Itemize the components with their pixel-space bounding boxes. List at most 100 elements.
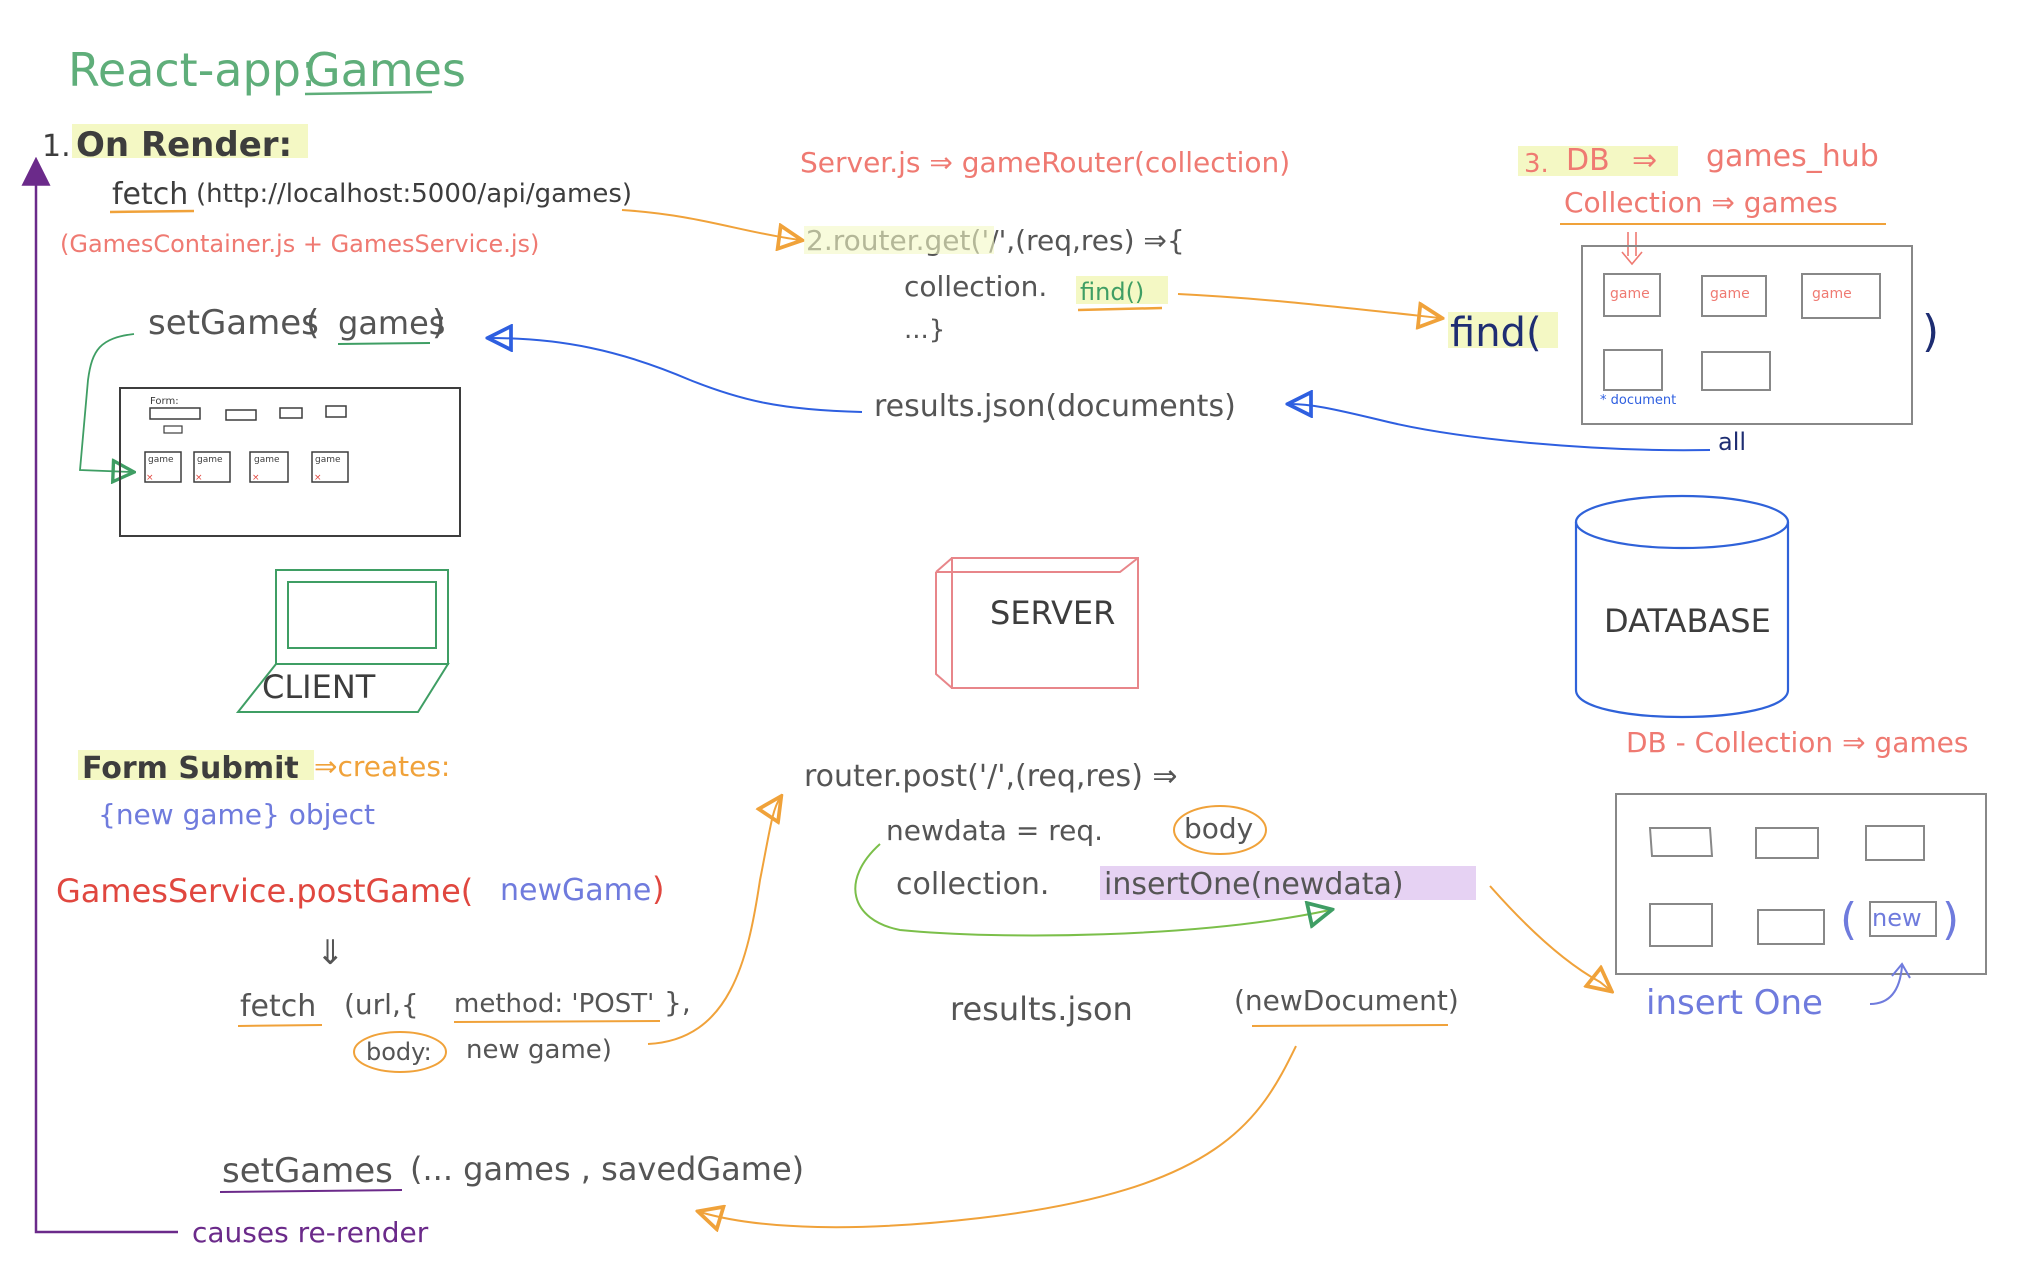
database-label: DATABASE — [1604, 602, 1771, 640]
mockup-game-card-4: game × — [311, 451, 349, 483]
form-submit-highlight — [78, 750, 314, 780]
fetch-url: (http://localhost:5000/api/games) — [196, 179, 632, 209]
client-ui-mockup — [119, 387, 461, 537]
set-games-arg: games — [338, 304, 445, 342]
insert-call-highlight — [1100, 866, 1476, 900]
svg-text:game: game — [197, 455, 223, 465]
post-game-call: GamesService.postGame( — [56, 872, 473, 910]
set-games-close-paren: ) — [432, 303, 445, 343]
fetch-word: fetch — [112, 177, 188, 212]
database-cylinder-icon — [1574, 494, 1790, 719]
server-box-icon — [935, 557, 1139, 689]
db-doc2-1 — [1648, 827, 1714, 857]
results-json-new-arg: (newDocument) — [1234, 984, 1459, 1017]
collection-prefix: collection. — [896, 867, 1049, 902]
results-json-new-prefix: results.json — [950, 990, 1133, 1028]
svg-text:game: game — [254, 455, 280, 465]
db-doc2-4 — [1649, 903, 1713, 947]
mockup-form-input-2 — [225, 409, 257, 421]
down-arrow-glyph: ⇓ — [316, 933, 345, 973]
db-doc2-3 — [1865, 825, 1925, 861]
body-key: body: — [366, 1038, 432, 1066]
set-games-to-ui-arrow — [79, 333, 134, 472]
step1-number: 1. — [42, 129, 71, 164]
arrow-new-document-to-client — [700, 1045, 1297, 1227]
db-empty-doc-2 — [1701, 351, 1771, 391]
db-new-doc-paren-open: ( — [1840, 894, 1857, 945]
find-call-underline — [1077, 306, 1163, 312]
mockup-form-button — [163, 425, 183, 434]
set-games-word: setGames — [148, 303, 319, 343]
mockup-game-card-3: game × — [249, 451, 289, 483]
set-games-open-paren: ( — [306, 303, 319, 343]
client-laptop-icon — [235, 569, 450, 713]
creates-label: ⇒creates: — [314, 750, 450, 783]
db-arrow: ⇒ — [1632, 143, 1657, 178]
db-find-open: find( — [1450, 310, 1542, 356]
mockup-game-card-2: game × — [193, 451, 231, 483]
find-call: find() — [1080, 278, 1144, 306]
db-collection2-box — [1615, 793, 1987, 975]
mockup-form-input-4 — [325, 405, 347, 418]
post-game-close: ) — [652, 870, 664, 908]
mockup-form-label: Form: — [150, 396, 179, 407]
db-new-label: new — [1872, 904, 1922, 932]
body-value: new game) — [466, 1035, 612, 1065]
db-find-close: ) — [1922, 306, 1939, 357]
fetch2-underline — [237, 1024, 323, 1027]
db-name: games_hub — [1706, 139, 1879, 174]
get-ellipsis: ...} — [904, 315, 945, 345]
body-key-circle — [353, 1031, 447, 1073]
set-games-underline — [337, 342, 431, 345]
set-games2-word: setGames — [222, 1151, 393, 1191]
arrow-post-to-server — [647, 798, 780, 1045]
db-step3: 3. — [1524, 149, 1549, 179]
db-document-label: * document — [1600, 393, 1676, 408]
collection-word: collection. — [904, 270, 1047, 303]
db-collection-down-arrow — [1621, 232, 1643, 266]
new-game-object: {new game} object — [98, 798, 375, 831]
fetch2-method: method: 'POST' — [454, 989, 654, 1019]
db-doc2-2 — [1755, 827, 1819, 859]
db-header-highlight — [1518, 146, 1678, 176]
mockup-form-input-3 — [279, 407, 303, 419]
mockup-game-card-1: game × — [144, 451, 182, 483]
set-games2-underline — [219, 1189, 403, 1193]
db-new-doc-paren-close: ) — [1942, 894, 1959, 945]
server-label: SERVER — [990, 594, 1115, 632]
fetch2-method-underline — [453, 1020, 661, 1023]
svg-text:×: × — [314, 473, 322, 483]
svg-text:×: × — [252, 473, 260, 483]
server-header: Server.js ⇒ gameRouter(collection) — [800, 146, 1290, 179]
db-game-doc-2: game — [1701, 275, 1767, 317]
causes-rerender-label: causes re-render — [192, 1216, 429, 1249]
db-collection2-header: DB - Collection ⇒ games — [1626, 726, 1968, 759]
on-render-highlight — [72, 124, 308, 158]
title-prefix: React-app: — [68, 43, 316, 97]
client-label: CLIENT — [262, 668, 376, 706]
rerender-loop-line — [36, 162, 178, 1234]
newdata-prefix: newdata = req. — [886, 814, 1103, 847]
db-game-doc-1: game — [1603, 273, 1661, 317]
svg-text:game: game — [1610, 286, 1650, 302]
svg-text:game: game — [148, 455, 174, 465]
title-name: Games — [305, 43, 466, 97]
svg-text:game: game — [1710, 286, 1750, 302]
insert-one-curl-head — [1891, 962, 1911, 979]
svg-text:×: × — [195, 473, 203, 483]
db-empty-doc-1 — [1603, 349, 1663, 391]
db-new-doc — [1869, 901, 1937, 937]
post-game-arg: newGame — [500, 873, 651, 908]
svg-text:game: game — [1812, 286, 1852, 302]
db-collection-header: Collection ⇒ games — [1564, 186, 1838, 219]
title-underline — [304, 90, 433, 96]
router-post-line: router.post('/',(req,res) ⇒ — [804, 759, 1178, 794]
fetch-files: (GamesContainer.js + GamesService.js) — [60, 230, 539, 258]
results-json-documents: results.json(documents) — [874, 389, 1236, 424]
form-submit-label: Form Submit — [82, 751, 299, 786]
insert-one-curl-arrow — [1869, 965, 1903, 1005]
results-new-underline — [1251, 1024, 1449, 1027]
mockup-form-input — [149, 407, 201, 420]
newdata-body: body — [1184, 812, 1253, 845]
fetch2-word: fetch — [240, 989, 316, 1024]
